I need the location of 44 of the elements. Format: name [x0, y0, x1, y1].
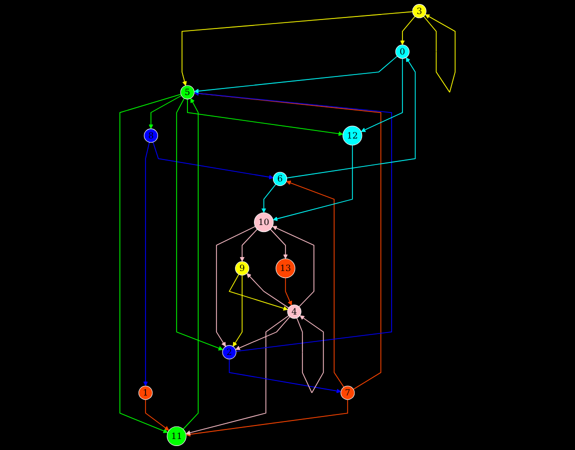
node-circle: 7: [340, 386, 355, 400]
arrow: [148, 95, 182, 130]
arrow: [360, 58, 403, 132]
arrow: [246, 273, 290, 308]
node-circle: 2: [222, 345, 236, 360]
node-circle: 5: [180, 85, 194, 100]
node-circle: 11: [166, 426, 186, 446]
node-circle: 8: [144, 128, 158, 143]
arrow: [194, 56, 398, 94]
arrow: [296, 315, 324, 394]
arrow: [152, 142, 274, 180]
arrow: [235, 316, 290, 350]
node-circle: 3: [412, 4, 426, 18]
node-circle: 0: [395, 44, 410, 59]
node-circle: 1: [138, 386, 153, 400]
arrow: [145, 399, 170, 431]
node-circle: 4: [287, 304, 302, 319]
arrow: [261, 184, 276, 213]
arrow: [228, 274, 288, 311]
arrow: [182, 11, 413, 86]
node-circle: 13: [276, 258, 296, 278]
arrow: [240, 228, 258, 262]
arrow: [194, 91, 392, 352]
arrow: [176, 98, 224, 350]
arrow: [187, 98, 344, 136]
arrow: [286, 180, 344, 388]
arrow: [272, 226, 314, 308]
arrow: [400, 16, 416, 46]
arrow: [186, 399, 348, 437]
arrow: [119, 94, 182, 434]
arrow: [270, 228, 288, 259]
arrow: [143, 142, 150, 386]
node-circle: 6: [272, 172, 288, 186]
arrow: [232, 274, 243, 347]
arrow: [285, 277, 292, 306]
arrow: [216, 226, 256, 347]
node-circle: 9: [235, 261, 250, 276]
arrow: [423, 14, 456, 93]
arrow: [182, 98, 199, 430]
arrow: [286, 57, 416, 178]
arrow: [186, 315, 290, 435]
node-circle: 10: [254, 212, 274, 232]
arrow: [228, 358, 342, 394]
node-circle: 12: [342, 126, 362, 146]
